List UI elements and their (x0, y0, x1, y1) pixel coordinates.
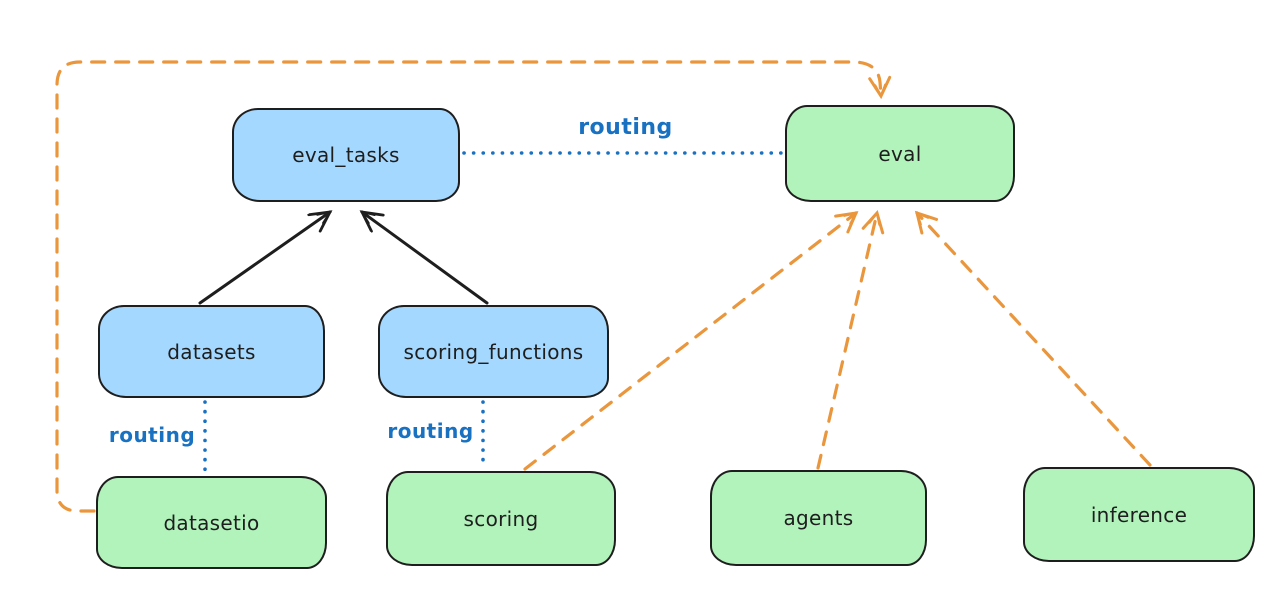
node-datasetio-label: datasetio (163, 510, 260, 535)
node-agents: agents (710, 470, 927, 566)
node-scoring: scoring (386, 471, 616, 566)
node-inference: inference (1023, 467, 1255, 562)
edge-scoring-functions-to-eval-tasks (362, 212, 489, 305)
edge-agents-to-eval (816, 209, 885, 470)
edge-label-routing-datasets: routing (108, 423, 196, 447)
node-scoring-functions-label: scoring_functions (403, 339, 584, 364)
edge-inference-to-eval (914, 210, 1152, 467)
node-datasets: datasets (98, 305, 325, 398)
node-datasets-label: datasets (167, 339, 256, 364)
node-agents-label: agents (783, 506, 854, 530)
node-eval-label: eval (878, 141, 922, 166)
node-scoring-functions: scoring_functions (378, 305, 609, 398)
node-inference-label: inference (1090, 502, 1188, 527)
edge-label-routing-eval: routing (578, 115, 673, 140)
node-eval: eval (785, 105, 1015, 202)
node-scoring-label: scoring (463, 506, 539, 531)
node-eval-tasks-label: eval_tasks (292, 143, 400, 167)
edge-datasetio-to-eval (55, 60, 892, 513)
node-datasetio: datasetio (96, 476, 327, 569)
edge-datasets-to-eval-tasks (198, 212, 330, 305)
node-eval-tasks: eval_tasks (232, 108, 460, 202)
edge-scoring-to-eval (523, 211, 859, 471)
edge-label-routing-scoring: routing (387, 419, 474, 443)
